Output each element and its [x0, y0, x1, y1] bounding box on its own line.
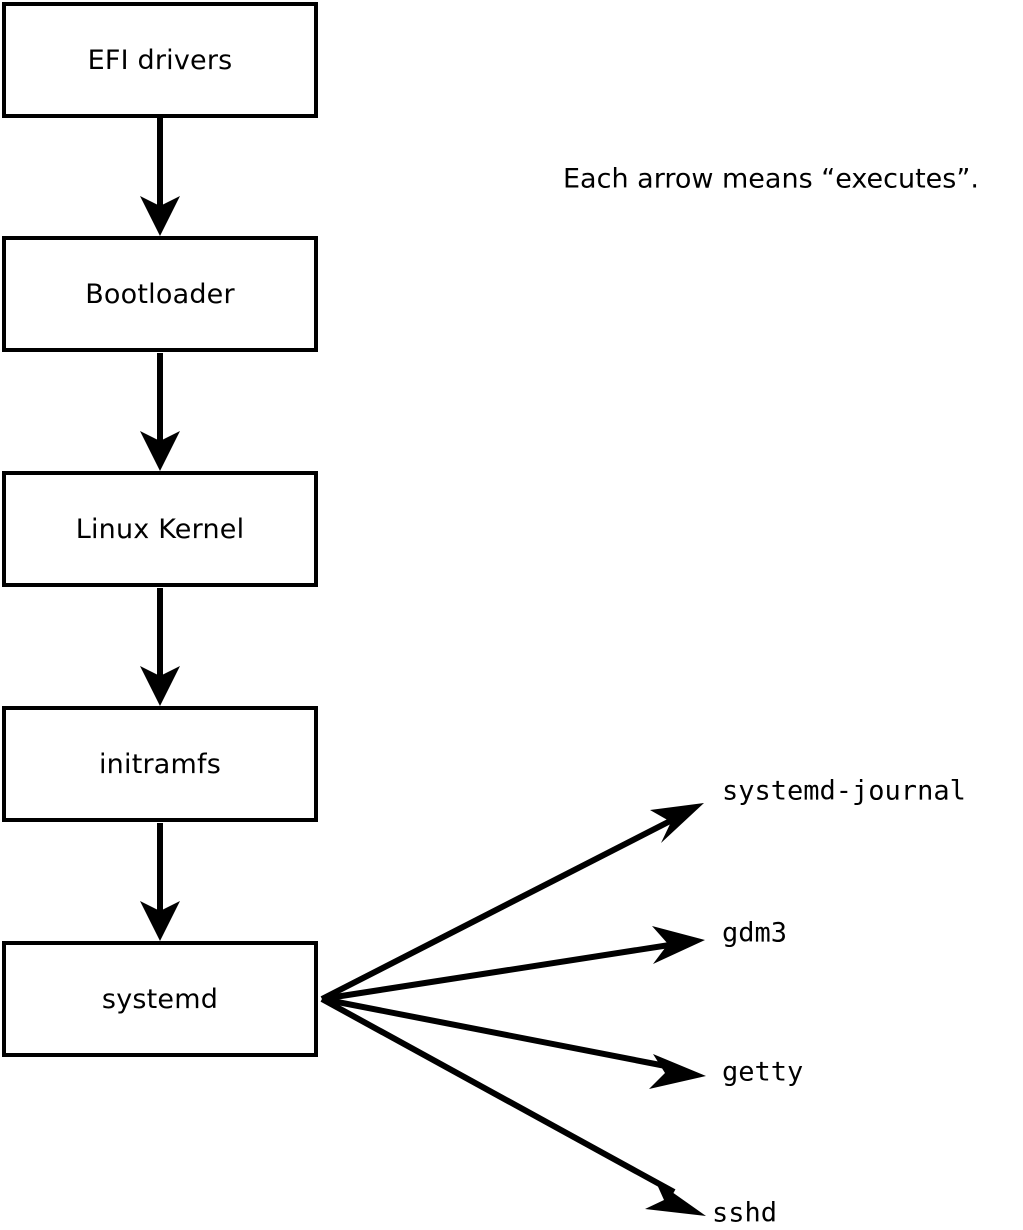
fan-arrow-gdm3	[321, 926, 705, 1002]
node-initramfs[interactable]: initramfs	[2, 706, 318, 822]
leaf-label-systemd-journal[interactable]: systemd-journal	[722, 775, 966, 807]
chain-arrow-efi-to-bootloader	[140, 118, 180, 236]
node-label-systemd: systemd	[101, 983, 219, 1015]
chain-arrow-kernel-to-initramfs	[140, 588, 180, 706]
leaf-label-sshd[interactable]: sshd	[712, 1197, 778, 1229]
fan-arrow-sshd	[320, 996, 706, 1216]
leaf-label-gdm3[interactable]: gdm3	[722, 917, 788, 949]
leaf-label-getty[interactable]: getty	[722, 1056, 804, 1088]
node-linux-kernel[interactable]: Linux Kernel	[2, 471, 318, 587]
diagram-caption: Each arrow means “executes”.	[563, 163, 979, 195]
node-label-linux-kernel: Linux Kernel	[75, 513, 245, 545]
node-efi-drivers[interactable]: EFI drivers	[2, 2, 318, 118]
node-bootloader[interactable]: Bootloader	[2, 236, 318, 352]
node-label-initramfs: initramfs	[98, 748, 222, 780]
node-label-efi-drivers: EFI drivers	[87, 44, 233, 76]
fan-arrow-getty	[321, 996, 706, 1089]
chain-arrow-bootloader-to-kernel	[140, 353, 180, 471]
node-label-bootloader: Bootloader	[85, 278, 235, 310]
fan-arrow-systemd-journal	[320, 803, 704, 1002]
chain-arrow-initramfs-to-systemd	[140, 823, 180, 941]
node-systemd[interactable]: systemd	[2, 941, 318, 1057]
